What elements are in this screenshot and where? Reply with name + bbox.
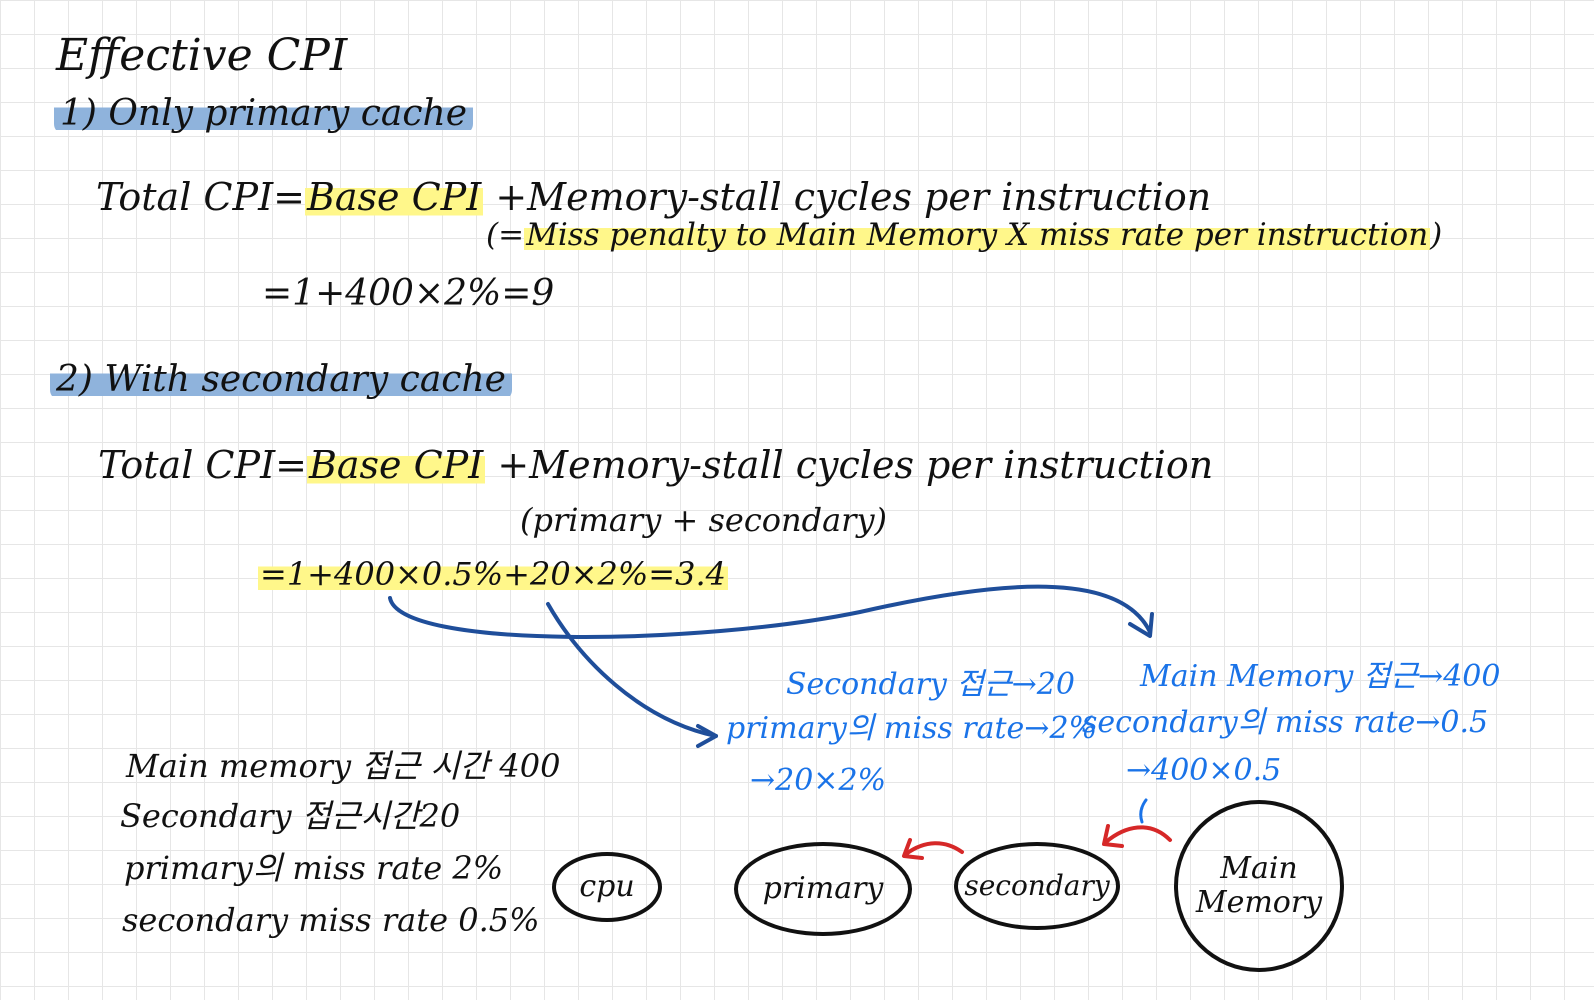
cpu-node: cpu [552,852,662,922]
main-access-note: Main Memory 접근→400 [1140,659,1501,694]
section1-calc: =1+400×2%=9 [262,273,555,314]
section2-calc: =1+400×0.5%+20×2%=3.4 [258,555,728,593]
blue-tick [1139,798,1148,824]
main-memory-label: Main Memory [1195,850,1323,920]
secondary-node: secondary [954,842,1120,930]
section2-note: (primary + secondary) [520,501,888,539]
arrowhead-secondary-to-primary [902,838,924,860]
secondary-product-note: →20×2% [750,763,887,798]
given-secondary-miss: secondary miss rate 0.5% [122,901,540,939]
section1-note: (=Miss penalty to Main Memory X miss rat… [486,217,1443,253]
main-memory-node: Main Memory [1174,800,1344,972]
arrowhead-secondary-note [696,724,718,748]
given-main-memory: Main memory 접근 시간 400 [126,747,561,785]
page-title: Effective CPI [56,30,348,81]
base-cpi-highlight: Base CPI [304,175,484,219]
section1-heading: 1) Only primary cache [54,93,474,134]
arrowhead-main-note [1128,612,1154,638]
section1-heading-text: 1) Only primary cache [54,93,474,134]
section2-formula: Total CPI=Base CPI +Memory-stall cycles … [98,443,1214,487]
section2-heading-text: 2) With secondary cache [50,359,512,400]
base-cpi-highlight: Base CPI [306,443,486,487]
arrowhead-main-to-secondary [1102,824,1124,848]
formula-rest: +Memory-stall cycles per instruction [495,175,1212,219]
arrow-secondary-to-primary [904,841,964,856]
formula-rest: +Memory-stall cycles per instruction [497,443,1214,487]
section1-formula: Total CPI=Base CPI +Memory-stall cycles … [96,175,1212,219]
secondary-access-note: Secondary 접근→20 [786,667,1075,702]
section2-calc-text: =1+400×0.5%+20×2%=3.4 [258,555,728,593]
note-open: (= [486,217,525,253]
section2-heading: 2) With secondary cache [50,359,512,400]
primary-node: primary [734,842,912,936]
primary-label: primary [762,870,884,906]
primary-miss-rate-note: primary의 miss rate→2% [726,711,1098,746]
miss-penalty-highlight: Miss penalty to Main Memory X miss rate … [524,217,1431,253]
given-secondary: Secondary 접근시간20 [120,797,461,835]
arrow-to-main-note [388,584,1152,639]
main-product-note: →400×0.5 [1126,753,1282,788]
given-primary-miss: primary의 miss rate 2% [124,849,504,887]
formula-prefix: Total CPI= [96,175,305,219]
arrow-to-secondary-note [546,602,718,738]
secondary-label: secondary [964,868,1110,902]
secondary-miss-rate-note: secondary의 miss rate→0.5 [1082,705,1489,740]
arrow-main-to-secondary [1104,825,1172,844]
note-close: ) [1430,217,1443,253]
formula-prefix: Total CPI= [98,443,307,487]
cpu-label: cpu [579,868,635,904]
